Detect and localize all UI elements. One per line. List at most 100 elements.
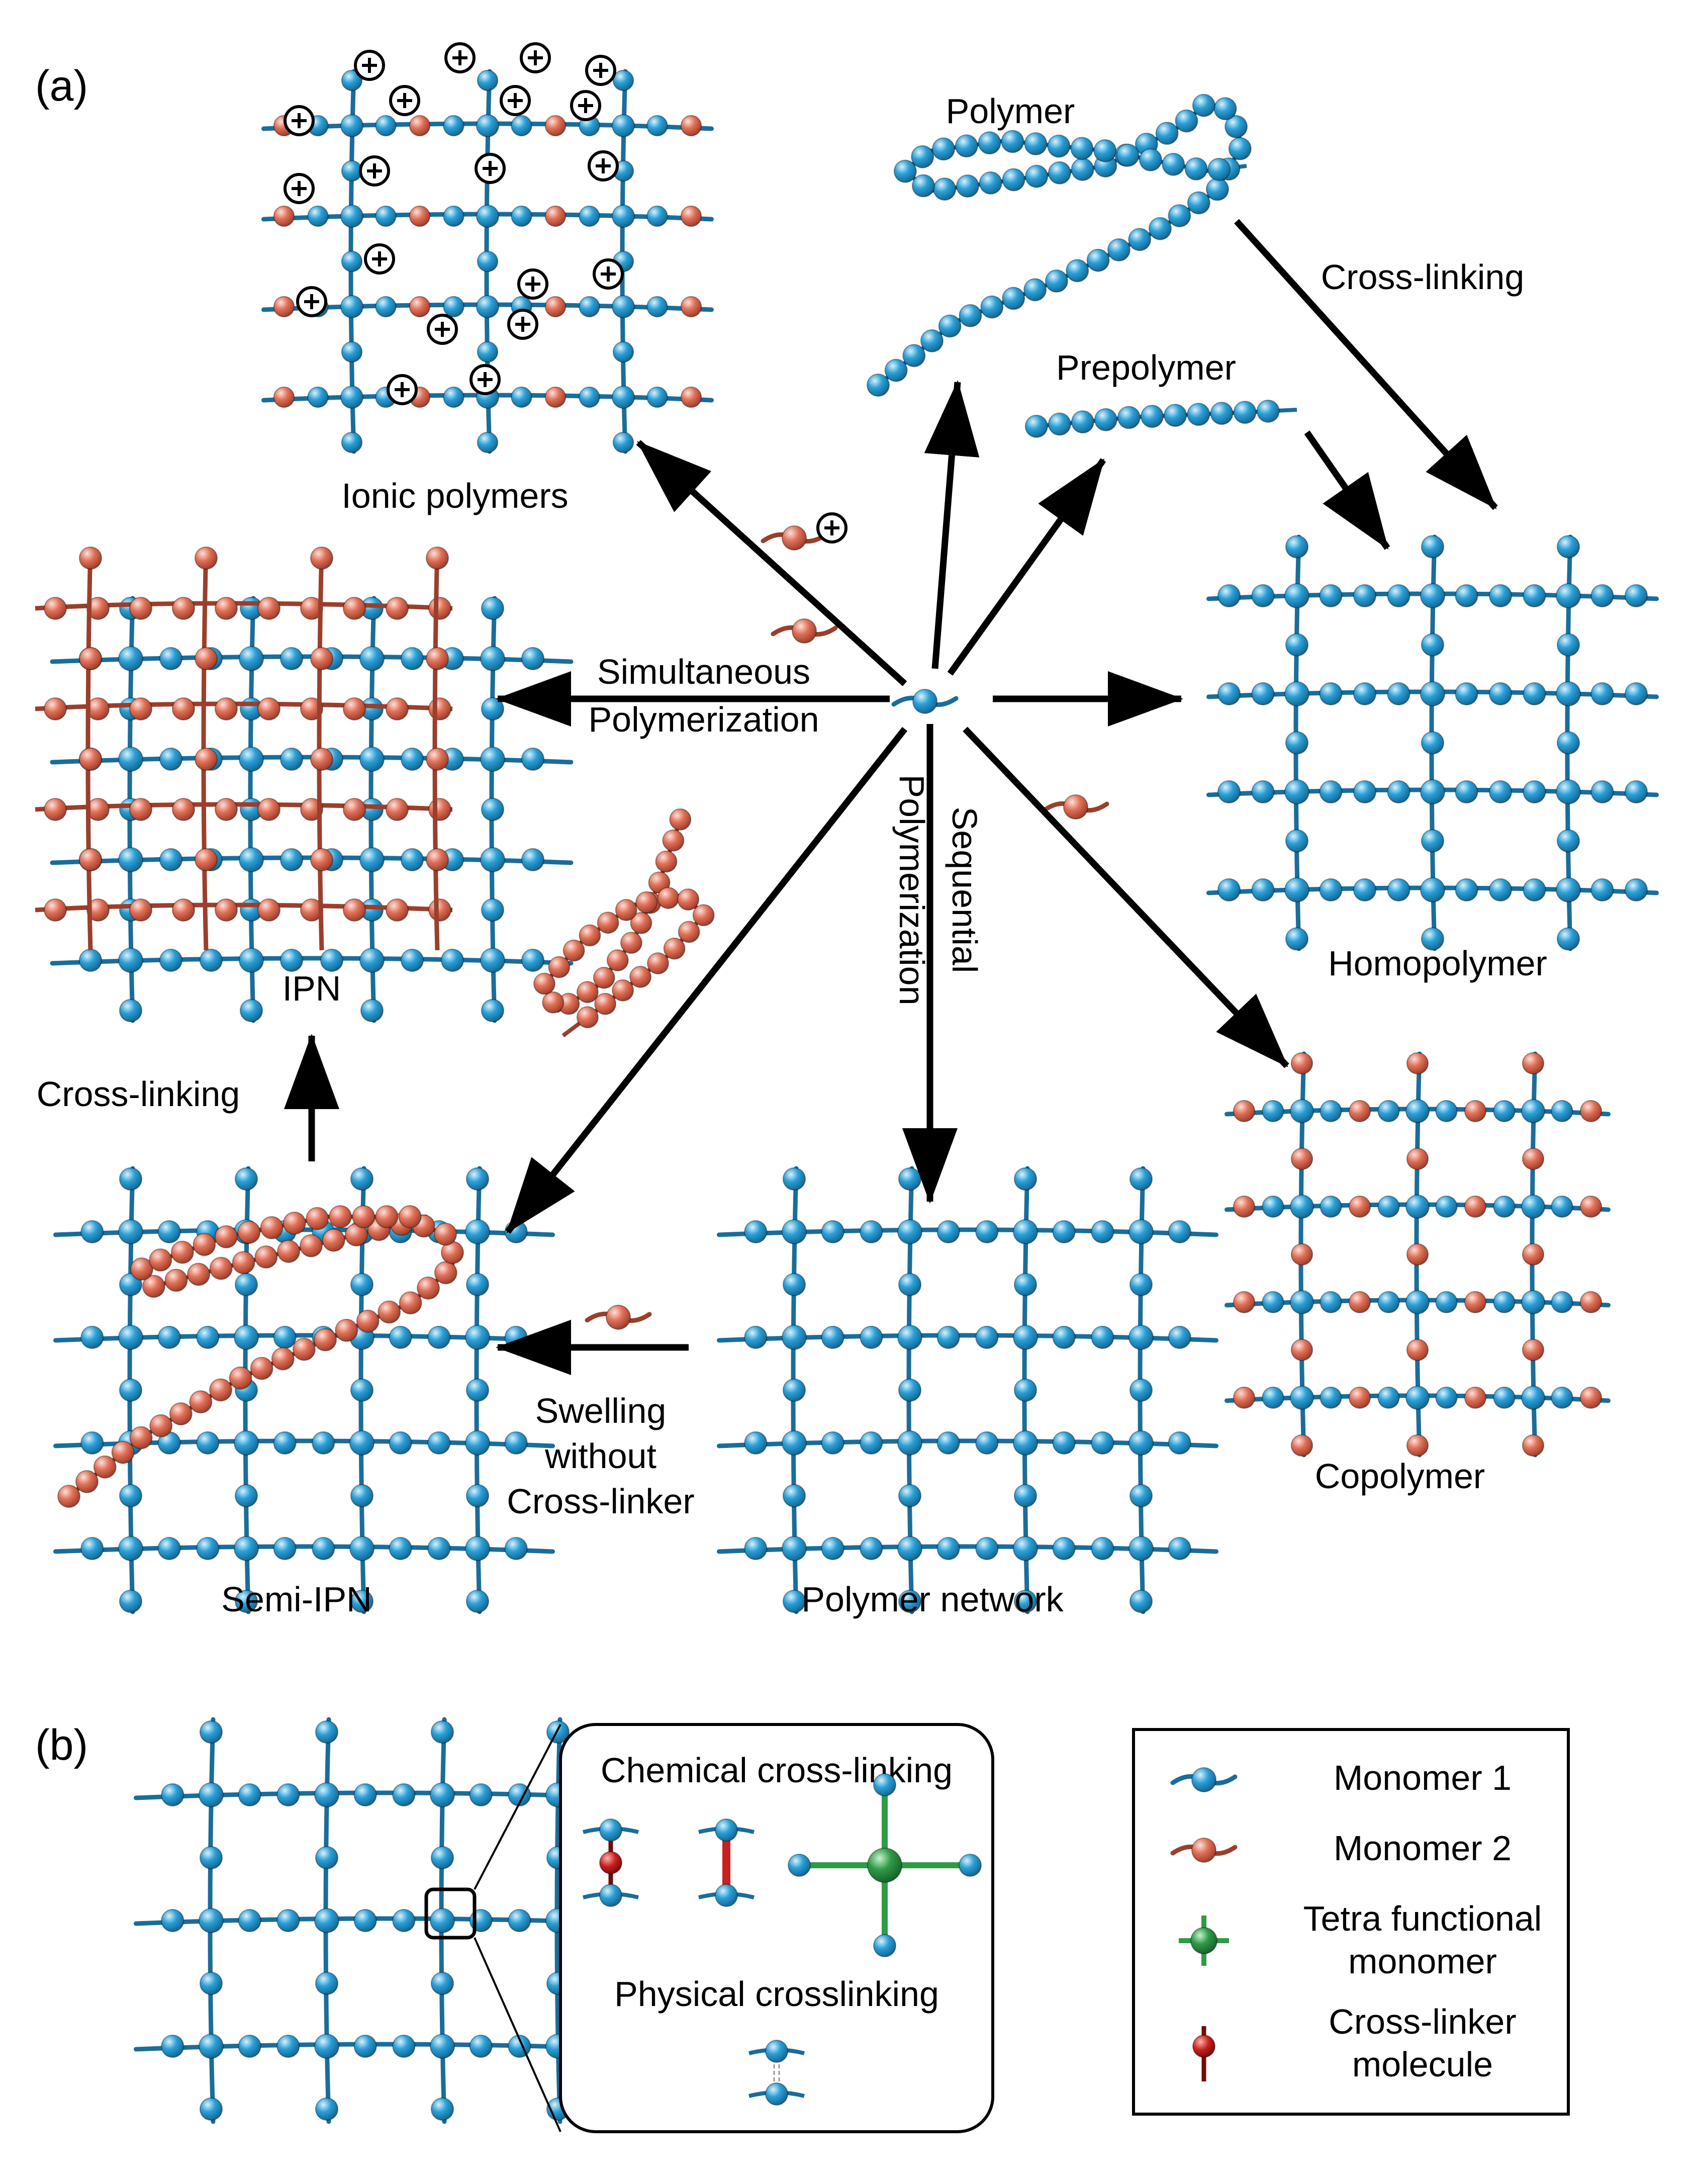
- monomer-bead: [1523, 682, 1546, 706]
- monomer-bead: [1319, 780, 1343, 804]
- monomer-bead: [129, 898, 152, 922]
- monomer-bead: [314, 2034, 339, 2059]
- monomer-bead: [606, 949, 629, 972]
- monomer-bead: [195, 547, 218, 570]
- monomer-bead: [1523, 878, 1546, 902]
- monomer-bead: [663, 937, 686, 960]
- monomer-bead: [576, 1006, 599, 1029]
- monomer-bead: [975, 1220, 999, 1244]
- monomer-bead: [159, 948, 183, 972]
- label-cross-linker: Cross-linker: [507, 1482, 694, 1521]
- monomer-bead: [392, 1908, 416, 1933]
- monomer-bead: [612, 386, 635, 409]
- monomer-bead: [257, 798, 280, 821]
- monomer-bead: [1129, 1378, 1153, 1402]
- monomer-bead: [1116, 143, 1140, 167]
- monomer-bead: [1162, 152, 1185, 176]
- monomer-bead: [533, 972, 556, 995]
- monomer-bead: [1522, 1338, 1545, 1361]
- monomer-bead: [1579, 1386, 1603, 1409]
- monomer-bead: [1353, 682, 1377, 706]
- monomer-bead: [164, 1268, 188, 1292]
- monomer-bead: [409, 115, 431, 137]
- monomer-bead: [215, 798, 238, 821]
- ionic-monomer-glyph: [761, 512, 847, 551]
- monomer-bead: [389, 1431, 412, 1455]
- monomer-bead: [576, 981, 599, 1004]
- monomer-bead: [1551, 1291, 1573, 1314]
- monomer-bead: [1091, 1431, 1114, 1455]
- monomer-bead: [508, 1783, 531, 1807]
- label-cross-linking-right: Cross-linking: [1321, 257, 1525, 297]
- monomer-bead: [234, 1272, 258, 1297]
- monomer-bead: [932, 137, 956, 161]
- monomer-bead: [1013, 1272, 1038, 1297]
- monomer-bead: [1348, 1100, 1371, 1123]
- monomer-bead: [430, 1908, 455, 1933]
- positive-charge-icon: [475, 153, 506, 184]
- monomer-bead: [129, 597, 152, 620]
- monomer-bead: [129, 798, 152, 821]
- monomer-bead: [1262, 1386, 1284, 1409]
- monomer-bead: [1129, 1484, 1153, 1508]
- monomer-bead: [860, 1536, 883, 1561]
- monomer-bead: [1290, 1434, 1313, 1457]
- monomer-bead: [1210, 402, 1234, 425]
- monomer-bead: [434, 1222, 457, 1246]
- monomer-bead: [118, 1325, 143, 1350]
- monomer-bead: [975, 1325, 999, 1349]
- monomer-bead: [400, 848, 424, 872]
- monomer-bead: [359, 847, 385, 872]
- monomer-bead: [959, 304, 982, 327]
- homopolymer-network: [1206, 534, 1659, 951]
- semi-ipn-network: [53, 1166, 555, 1614]
- monomer-bead: [599, 1884, 622, 1907]
- monomer-bead: [692, 904, 715, 927]
- monomer-bead: [398, 1205, 422, 1228]
- monomer-bead: [430, 1846, 454, 1870]
- positive-charge-icon: [570, 90, 601, 121]
- monomer-bead: [1187, 191, 1210, 215]
- monomer-bead: [238, 1908, 261, 1933]
- monomer-bead: [335, 1319, 358, 1342]
- label-semi-ipn: Semi-IPN: [221, 1580, 371, 1619]
- label-simultaneous: Simultaneous: [597, 652, 810, 691]
- monomer-bead: [386, 898, 409, 922]
- monomer-bead: [521, 848, 545, 872]
- monomer-bead: [349, 1430, 374, 1455]
- monomer-bead: [1464, 1100, 1487, 1123]
- panel-b-letter: (b): [35, 1721, 88, 1769]
- monomer-bead: [873, 1934, 896, 1957]
- monomer-bead: [279, 647, 304, 671]
- label-swelling: Swelling: [535, 1391, 667, 1430]
- monomer-bead: [765, 2082, 788, 2106]
- monomer-bead: [234, 1167, 258, 1191]
- monomer-bead: [250, 1356, 273, 1380]
- monomer-bead: [276, 2034, 300, 2058]
- monomer-bead: [647, 952, 670, 975]
- monomer-bead: [195, 748, 218, 771]
- monomer-bead: [1319, 682, 1343, 706]
- monomer-bead: [599, 1818, 622, 1842]
- monomer-bead: [199, 948, 223, 972]
- monomer-bead: [1348, 1386, 1371, 1409]
- monomer-bead: [980, 295, 1004, 319]
- monomer-bead: [1556, 927, 1580, 951]
- monomer-bead: [172, 798, 195, 821]
- monomer-bead: [792, 618, 817, 644]
- monomer-bead: [375, 205, 397, 227]
- monomer-bead: [936, 1431, 960, 1455]
- monomer-bead: [1184, 157, 1208, 180]
- monomer-bead: [544, 296, 567, 318]
- monomer-bead: [579, 924, 601, 947]
- monomer-bead: [1522, 1434, 1545, 1457]
- monomer-bead: [199, 2097, 223, 2121]
- monomer-bead: [1070, 137, 1094, 160]
- monomer-bead: [209, 1378, 233, 1402]
- monomer-bead: [1556, 633, 1580, 657]
- positive-charge-icon: [520, 42, 551, 73]
- monomer-bead: [257, 898, 280, 922]
- arrow-to-semi-ipn: [505, 726, 908, 1234]
- monomer-bead: [897, 1325, 922, 1350]
- monomer-bead: [118, 1219, 143, 1244]
